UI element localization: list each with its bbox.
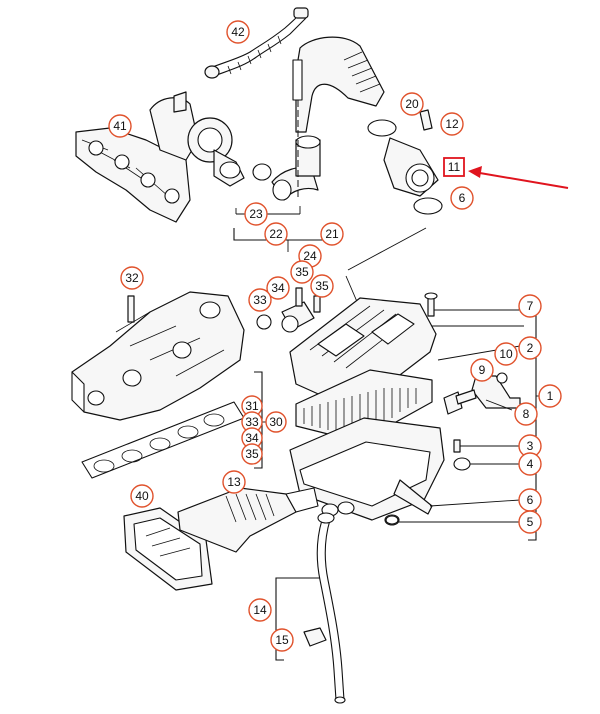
callout-1: 1 — [538, 384, 562, 408]
callout-6: 6 — [518, 488, 542, 512]
callout-label: 10 — [499, 347, 513, 361]
callout-label: 2 — [527, 341, 534, 355]
callout-5: 5 — [518, 510, 542, 534]
callout-41: 41 — [108, 114, 132, 138]
intake-hose-part — [292, 36, 385, 200]
callout-label: 1 — [547, 389, 554, 403]
callout-label: 14 — [253, 603, 267, 617]
callout-label: 6 — [527, 493, 534, 507]
callout-23: 23 — [244, 202, 268, 226]
callout-label: 30 — [269, 415, 283, 429]
callout-label: 13 — [227, 475, 241, 489]
pipe-part — [252, 135, 321, 201]
callout-label: 42 — [231, 25, 245, 39]
air-filter-lid-part — [289, 297, 437, 411]
callout-label: 41 — [113, 119, 127, 133]
callout-label: 40 — [135, 489, 149, 503]
air-duct-part — [123, 487, 319, 591]
callout-33-top: 33 — [248, 288, 272, 312]
callout-2: 2 — [518, 336, 542, 360]
callout-40: 40 — [130, 484, 154, 508]
callout-35-bolt: 35 — [310, 274, 334, 298]
callout-label: 33 — [245, 415, 259, 429]
callout-label: 35 — [315, 279, 329, 293]
callout-11-highlight: 11 — [443, 157, 465, 177]
bracket-part — [443, 372, 521, 415]
callout-label: 15 — [275, 633, 289, 647]
bolts-part — [385, 292, 471, 525]
sensor-part — [256, 287, 321, 333]
callout-label: 8 — [523, 407, 530, 421]
air-filter-element-part — [295, 369, 433, 443]
intake-manifold-part — [71, 291, 245, 421]
callout-14: 14 — [248, 598, 272, 622]
air-mass-meter-part — [367, 109, 443, 215]
callout-13: 13 — [222, 470, 246, 494]
callout-34-top: 34 — [266, 276, 290, 300]
callout-label: 22 — [269, 227, 283, 241]
callout-6-top: 6 — [450, 186, 474, 210]
callout-label: 31 — [245, 399, 259, 413]
callout-label: 9 — [479, 363, 486, 377]
callout-label: 20 — [405, 97, 419, 111]
callout-3: 3 — [518, 434, 542, 458]
callout-label: 12 — [445, 117, 459, 131]
callout-31: 31 — [241, 395, 263, 417]
callout-label: 35 — [245, 447, 259, 461]
callout-label: 32 — [125, 271, 139, 285]
air-filter-housing-part — [289, 417, 445, 526]
callout-15: 15 — [270, 628, 294, 652]
callout-label: 5 — [527, 515, 534, 529]
callout-label: 34 — [271, 281, 285, 295]
turbocharger-part — [75, 91, 245, 223]
callout-label: 23 — [249, 207, 263, 221]
callout-10: 10 — [494, 342, 518, 366]
callout-label: 34 — [245, 431, 259, 445]
callout-21: 21 — [320, 222, 344, 246]
callout-32: 32 — [120, 266, 144, 290]
callout-label: 11 — [448, 160, 461, 174]
callout-35-top: 35 — [290, 260, 314, 284]
highlight-arrow — [468, 166, 569, 189]
callout-label: 4 — [527, 457, 534, 471]
callout-label: 3 — [527, 439, 534, 453]
callout-8: 8 — [514, 402, 538, 426]
callout-label: 21 — [325, 227, 339, 241]
callout-label: 24 — [303, 249, 317, 263]
callout-42: 42 — [226, 20, 250, 44]
callout-35: 35 — [241, 443, 263, 465]
callout-label: 6 — [459, 191, 466, 205]
callout-7: 7 — [518, 294, 542, 318]
callout-22: 22 — [264, 222, 288, 246]
callout-30: 30 — [265, 411, 287, 433]
callout-20: 20 — [400, 92, 424, 116]
breather-hose-part — [204, 7, 309, 79]
callout-4: 4 — [518, 452, 542, 476]
drain-hose-part — [303, 512, 346, 704]
callout-12: 12 — [440, 112, 464, 136]
callout-label: 35 — [295, 265, 309, 279]
callout-label: 33 — [253, 293, 267, 307]
callout-9: 9 — [470, 358, 494, 382]
callout-label: 7 — [527, 299, 534, 313]
